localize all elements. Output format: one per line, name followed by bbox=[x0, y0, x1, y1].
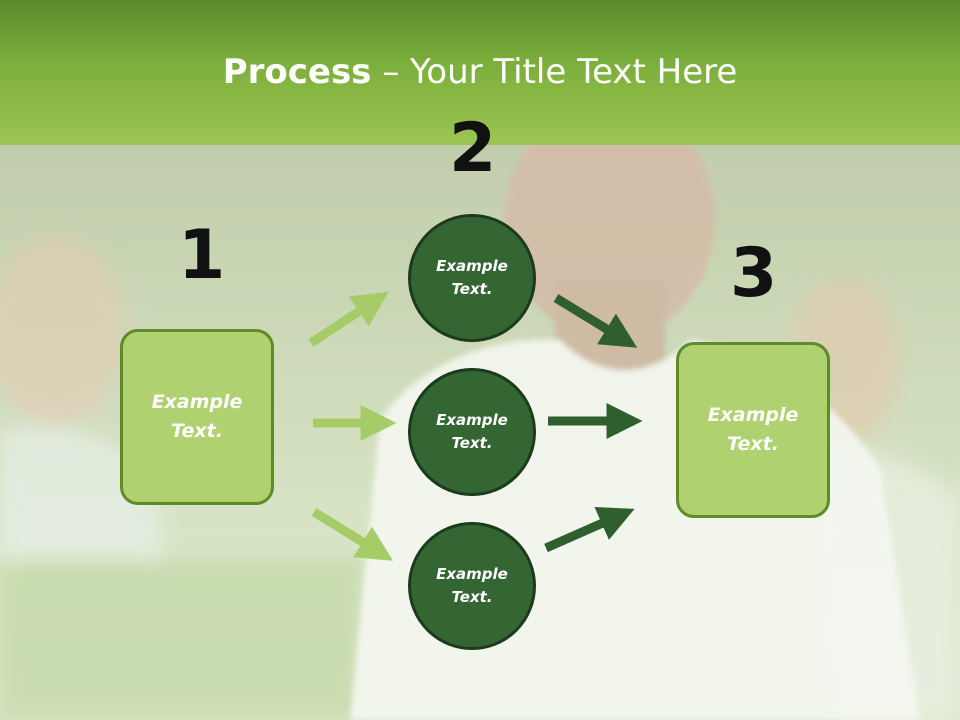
step-number-1: 1 bbox=[178, 216, 226, 295]
step-2-circle-middle[interactable]: Example Text. bbox=[408, 368, 536, 496]
slide-title: Process – Your Title Text Here bbox=[0, 52, 960, 92]
step-3-box[interactable]: Example Text. bbox=[676, 342, 830, 518]
title-rest: – Your Title Text Here bbox=[371, 52, 738, 92]
circle-middle-text: Example Text. bbox=[436, 411, 508, 452]
arrow-right-icon bbox=[553, 294, 638, 348]
arrow-right-icon bbox=[544, 506, 635, 553]
arrow-right-icon bbox=[311, 508, 394, 561]
title-bar: Process – Your Title Text Here bbox=[0, 0, 960, 145]
arrow-right-icon bbox=[308, 291, 389, 347]
title-bold: Process bbox=[222, 52, 372, 92]
step-2-circle-top[interactable]: Example Text. bbox=[408, 214, 536, 342]
step-2-circle-bottom[interactable]: Example Text. bbox=[408, 522, 536, 650]
step-number-2: 2 bbox=[449, 109, 497, 188]
step-3-text: Example Text. bbox=[707, 404, 799, 455]
step-1-text: Example Text. bbox=[151, 391, 243, 442]
step-number-3: 3 bbox=[730, 234, 778, 313]
step-1-box[interactable]: Example Text. bbox=[120, 329, 274, 505]
circle-bottom-text: Example Text. bbox=[436, 565, 508, 606]
circle-top-text: Example Text. bbox=[436, 257, 508, 298]
